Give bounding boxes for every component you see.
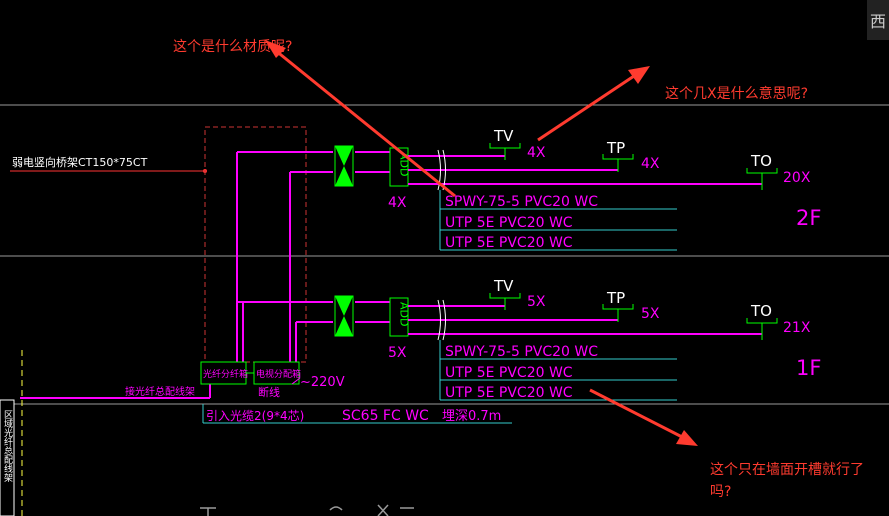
floor-name-2f: 2F [796,206,821,230]
weak-line-label: 断线 [258,385,280,399]
arrow-3-head [676,430,698,446]
to-outlet-2f[interactable] [746,168,778,190]
tp-count-1f: 5X [641,306,660,322]
add-box-2f[interactable] [389,147,409,187]
feed-lines-2f [408,155,762,185]
tray-label: 弱电竖向桥架CT150*75CT [12,155,148,169]
break-mark-1f [437,299,441,341]
add-box-1f[interactable] [389,297,409,337]
incoming-cable-label: 引入光缆2(9*4芯) [206,409,304,423]
arrow-2-shaft [537,70,641,142]
tp-outlet-2f[interactable] [602,154,634,172]
floor-count-2f: 4X [388,195,407,211]
cable-underlines-2f [439,190,677,251]
fiber-box-label: 光纤分纤箱 [203,368,248,380]
tv-box-label: 电视分配箱 [256,368,301,380]
tv-count-1f: 5X [527,294,546,310]
trunk-lines [20,151,390,399]
question-count-meaning: 这个几X是什么意思呢? [665,85,808,102]
tp-count-2f: 4X [641,156,660,172]
amplifier-2f-bottom[interactable] [335,166,353,186]
amplifier-1f-frame [334,295,354,337]
question-wall-slot-line1: 这个只在墙面开槽就行了 [710,461,864,478]
tp-label-1f: TP [606,289,625,307]
to-count-2f: 20X [783,170,811,186]
break-mark-1f-b [442,299,446,341]
incoming-cable-depth: 埋深0.7m [442,409,501,424]
power-label: ~220V [300,375,345,390]
fiber-frame-label: 接光纤总配线架 [125,385,195,398]
cable-1f-0: SPWY-75-5 PVC20 WC [445,344,598,360]
feed-lines-1f [408,305,762,335]
cable-underlines-1f [439,340,677,401]
tv-outlet-2f[interactable] [489,143,521,160]
add-label-1f: ADD [398,302,411,326]
tv-label-1f: TV [493,277,514,295]
question-material: 这个是什么材质呢? [173,38,292,55]
amplifier-1f-bottom[interactable] [335,316,353,336]
cable-1f-2: UTP 5E PVC20 WC [445,385,573,401]
power-lead [291,377,301,385]
to-outlet-1f[interactable] [746,318,778,340]
cable-2f-0: SPWY-75-5 PVC20 WC [445,194,598,210]
amplifier-2f-frame [334,145,354,187]
tv-outlet-1f[interactable] [489,293,521,310]
vertical-riser-box [0,399,15,516]
to-label-1f: TO [750,302,772,320]
floor-1f: ADD 5X TV 5X TP 5X TO 21X [334,277,821,401]
corner-tab[interactable]: 西 [867,0,889,40]
to-label-2f: TO [750,152,772,170]
floor-2f: ADD 4X TV 4X TP 4X TO 20X [334,127,821,251]
floor-name-1f: 1F [796,356,821,380]
to-count-1f: 21X [783,320,811,336]
amplifier-1f-top[interactable] [335,296,353,316]
tp-label-2f: TP [606,139,625,157]
cable-1f-1: UTP 5E PVC20 WC [445,365,573,381]
cutoff-title-strokes [200,504,414,516]
floor-count-1f: 5X [388,345,407,361]
annotation-arrows [265,40,698,446]
incoming-cable-spec: SC65 FC WC [342,408,429,424]
arrow-3-shaft [589,388,689,442]
arrow-2-head [628,66,650,84]
tv-count-2f: 4X [527,145,546,161]
arrow-1-head [265,40,286,58]
break-mark-2f [437,149,441,191]
vertical-riser-label: 区域光纤总配线架 [2,410,13,483]
amplifier-2f-top[interactable] [335,146,353,166]
arrow-1-shaft [269,44,456,198]
cable-2f-1: UTP 5E PVC20 WC [445,215,573,231]
cable-2f-2: UTP 5E PVC20 WC [445,235,573,251]
tp-outlet-1f[interactable] [602,304,634,322]
question-wall-slot-line2: 吗? [710,484,731,500]
tv-label-2f: TV [493,127,514,145]
